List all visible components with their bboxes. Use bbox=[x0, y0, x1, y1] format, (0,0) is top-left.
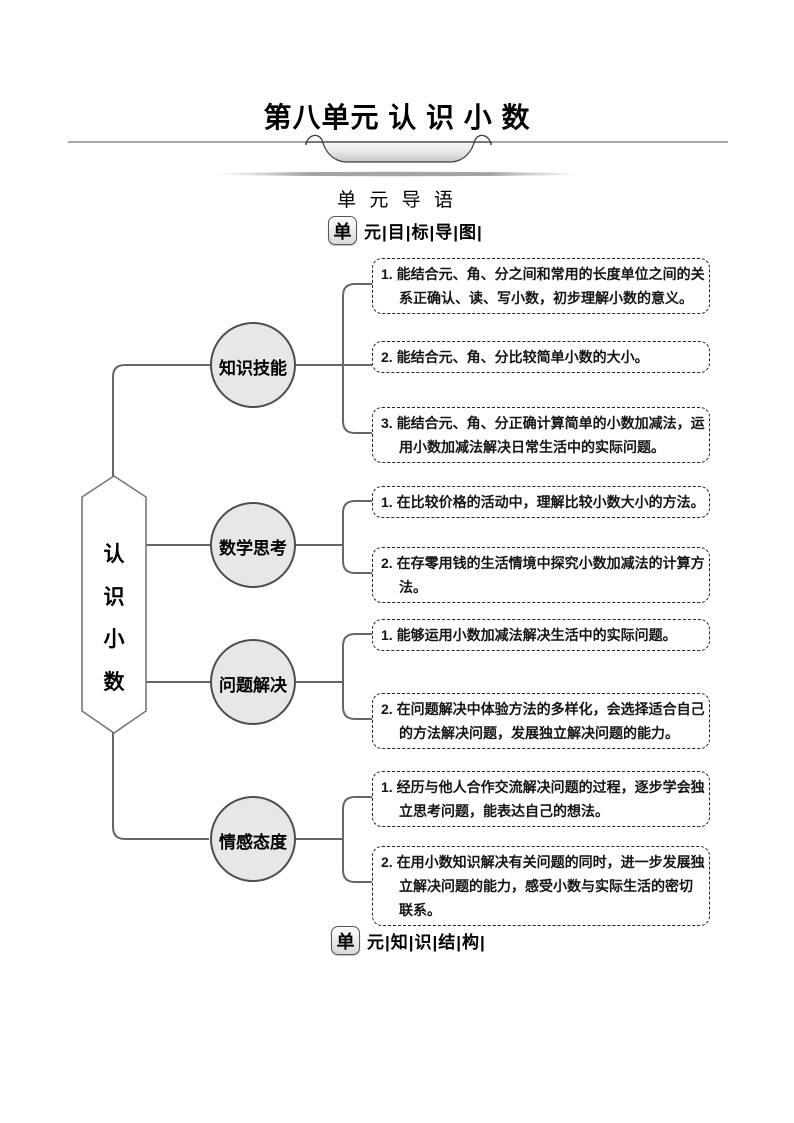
unit-structure-heading-label: 元|知|识|结|构| bbox=[367, 933, 486, 952]
unit-structure-badge: 单 bbox=[331, 926, 360, 955]
root-node-label: 认 识 小 数 bbox=[82, 538, 146, 696]
branch-label-math-thinking: 数学思考 bbox=[219, 539, 287, 558]
trunk-top-connector bbox=[112, 364, 211, 477]
goal-item-box: 1. 能够运用小数加减法解决生活中的实际问题。 bbox=[372, 619, 710, 651]
branch3-bracket bbox=[342, 633, 372, 720]
unit-goal-badge: 单 bbox=[328, 216, 357, 245]
divider-shadow bbox=[214, 171, 582, 177]
goal-item-box: 3. 能结合元、角、分正确计算简单的小数加减法，运用小数加减法解决日常生活中的实… bbox=[372, 407, 710, 463]
branch2-bracket bbox=[342, 500, 372, 574]
root-char: 小 bbox=[103, 628, 125, 652]
section-label: 单 元 导 语 bbox=[337, 190, 457, 211]
branch-label-knowledge-skills: 知识技能 bbox=[219, 359, 287, 378]
root-char: 数 bbox=[103, 670, 125, 694]
branch1-bracket bbox=[342, 283, 372, 434]
title-divider bbox=[68, 134, 728, 177]
unit-goal-heading: 单 元|目|标|导|图| bbox=[328, 216, 483, 245]
divider-tray-ornament bbox=[305, 134, 492, 163]
root-char: 认 bbox=[103, 543, 125, 566]
unit-structure-heading: 单 元|知|识|结|构| bbox=[331, 926, 486, 955]
root-char: 识 bbox=[103, 585, 125, 609]
goal-item-box: 1. 在比较价格的活动中，理解比较小数大小的方法。 bbox=[372, 486, 710, 518]
branch-label-problem-solving: 问题解决 bbox=[219, 676, 287, 695]
trunk-bottom-connector bbox=[112, 732, 209, 840]
goal-item-box: 2. 在问题解决中体验方法的多样化，会选择适合自己的方法解决问题，发展独立解决问… bbox=[372, 693, 710, 749]
unit-goal-heading-label: 元|目|标|导|图| bbox=[364, 223, 483, 242]
branch-label-affect-attitude: 情感态度 bbox=[219, 833, 287, 852]
goal-item-box: 2. 在用小数知识解决有关问题的同时，进一步发展独立解决问题的能力，感受小数与实… bbox=[372, 846, 710, 926]
goal-item-box: 2. 能结合元、角、分比较简单小数的大小。 bbox=[372, 341, 710, 373]
page-title: 第八单元 认 识 小 数 bbox=[263, 102, 531, 133]
goal-item-box: 1. 经历与他人合作交流解决问题的过程，逐步学会独立思考问题，能表达自己的想法。 bbox=[372, 771, 710, 827]
goal-item-box: 1. 能结合元、角、分之间和常用的长度单位之间的关系正确认、读、写小数，初步理解… bbox=[372, 258, 710, 314]
branch4-bracket bbox=[342, 796, 372, 883]
goal-item-box: 2. 在存零用钱的生活情境中探究小数加减法的计算方法。 bbox=[372, 547, 710, 603]
